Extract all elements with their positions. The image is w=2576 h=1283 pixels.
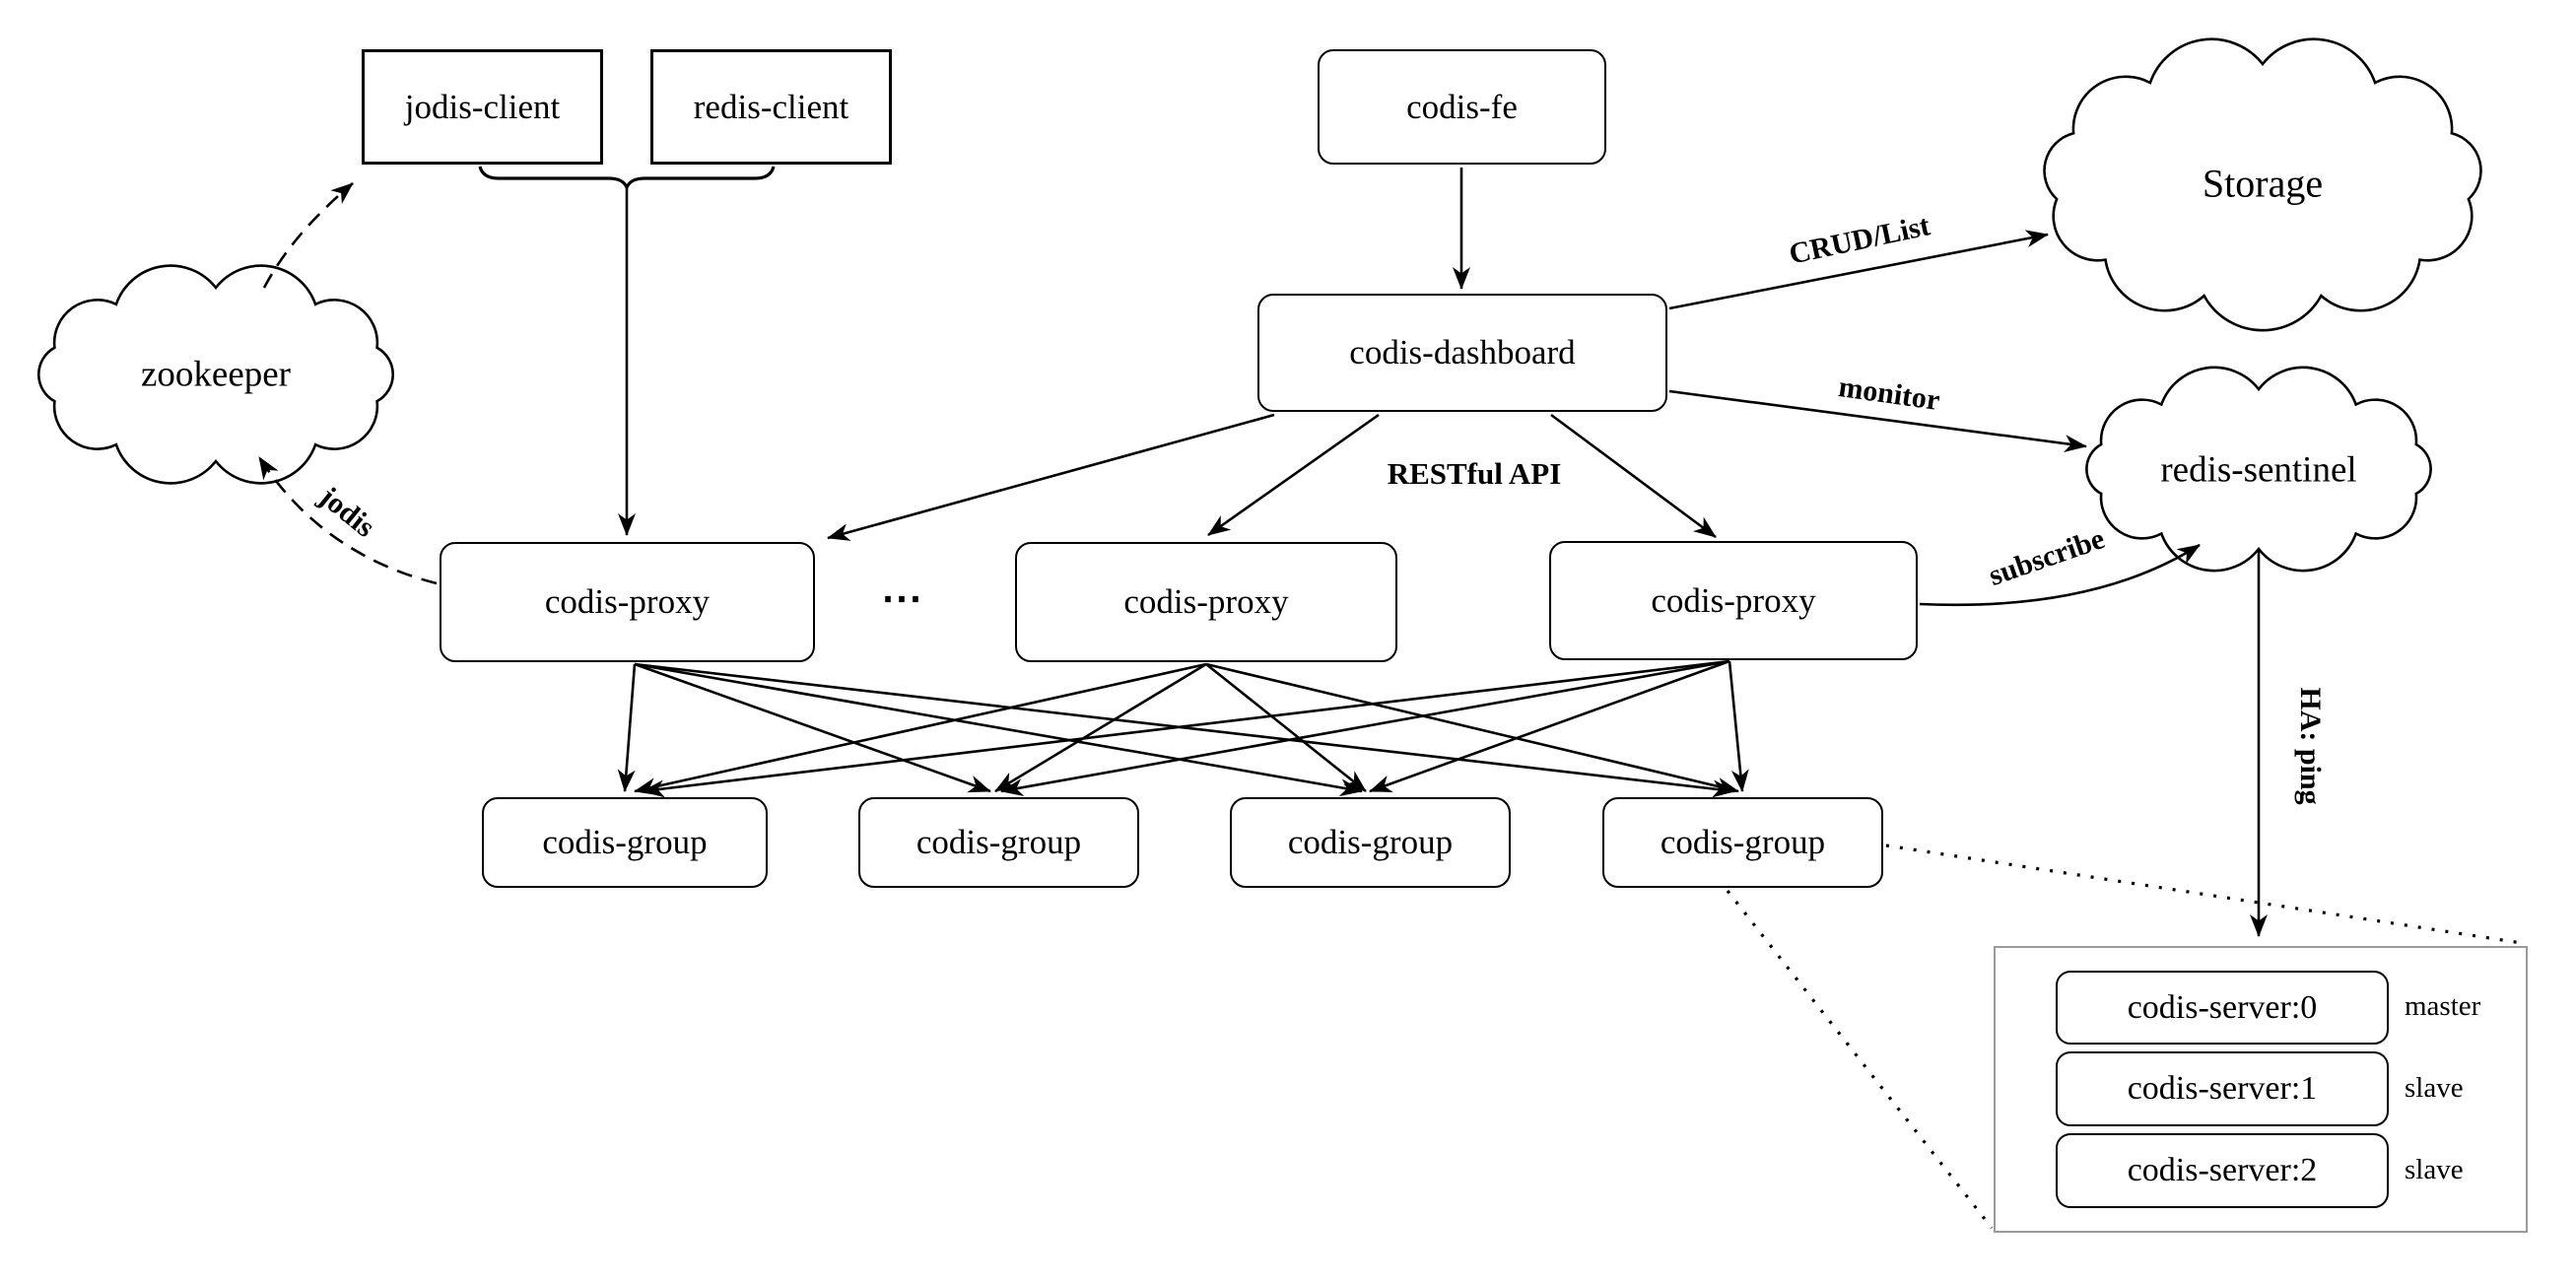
node-codis-proxy-1: codis-proxy <box>440 542 815 662</box>
edge-zookeeper-to-jodisclient <box>262 182 354 289</box>
edge-proxy1-group3 <box>634 662 1363 797</box>
node-codis-proxy-2: codis-proxy <box>1015 542 1397 662</box>
edge-proxy3-group4 <box>1728 660 1749 792</box>
edge-label-restful-api: RESTful API <box>1387 456 1562 491</box>
node-codis-group-2: codis-group <box>858 797 1139 888</box>
edge-proxy3-to-sentinel <box>1919 543 2201 607</box>
node-codis-dashboard: codis-dashboard <box>1257 294 1667 412</box>
edge-proxy2-group2 <box>994 662 1207 793</box>
edge-dashboard-to-proxy1 <box>827 413 1275 541</box>
node-redis-client: redis-client <box>650 49 892 165</box>
edge-proxy1-group4 <box>634 662 1735 798</box>
edge-dashboard-to-proxy3 <box>1550 413 1717 539</box>
edge-proxy2-group3 <box>1205 662 1367 793</box>
edge-group4-to-servers-top <box>1885 844 2523 945</box>
node-codis-group-4: codis-group <box>1602 797 1883 888</box>
edge-proxy2-group4 <box>1205 662 1739 795</box>
node-jodis-client: jodis-client <box>362 49 603 165</box>
node-codis-server-1: codis-server:1 <box>2056 1051 2389 1126</box>
edge-label-ha-ping: HA: ping <box>2294 687 2327 805</box>
clients-underbrace <box>478 166 776 191</box>
edge-dashboard-to-sentinel <box>1668 389 2087 453</box>
edge-dashboard-to-proxy2 <box>1207 413 1380 537</box>
redis-sentinel-cloud-shape <box>2085 366 2432 573</box>
node-codis-group-1: codis-group <box>482 797 768 888</box>
zookeeper-cloud-shape <box>37 264 394 485</box>
proxy-ellipsis: ⋯ <box>881 576 928 622</box>
node-codis-fe: codis-fe <box>1318 49 1606 165</box>
edge-dashboard-to-storage <box>1668 230 2049 310</box>
server-role-slave-2: slave <box>2405 1154 2464 1185</box>
edge-group4-to-servers-bottom <box>1726 890 1994 1229</box>
node-codis-group-3: codis-group <box>1230 797 1511 888</box>
server-role-slave-1: slave <box>2405 1072 2464 1104</box>
edge-proxy2-group1 <box>634 662 1207 796</box>
node-storage: Storage <box>2202 161 2324 206</box>
edge-proxy1-group1 <box>617 663 637 792</box>
node-redis-sentinel: redis-sentinel <box>2160 449 2357 491</box>
edge-proxy1-group2 <box>634 662 991 793</box>
node-codis-proxy-3: codis-proxy <box>1549 541 1918 660</box>
node-codis-server-2: codis-server:2 <box>2056 1133 2389 1208</box>
storage-cloud-shape <box>2043 37 2482 332</box>
node-zookeeper: zookeeper <box>140 354 292 395</box>
edge-proxy1-to-zookeeper <box>257 456 438 585</box>
node-codis-server-0: codis-server:0 <box>2056 971 2389 1045</box>
server-role-master: master <box>2405 990 2481 1022</box>
edge-proxy3-group2 <box>1000 659 1730 796</box>
edge-proxy3-group3 <box>1369 659 1730 793</box>
edge-proxy3-group1 <box>642 659 1730 798</box>
